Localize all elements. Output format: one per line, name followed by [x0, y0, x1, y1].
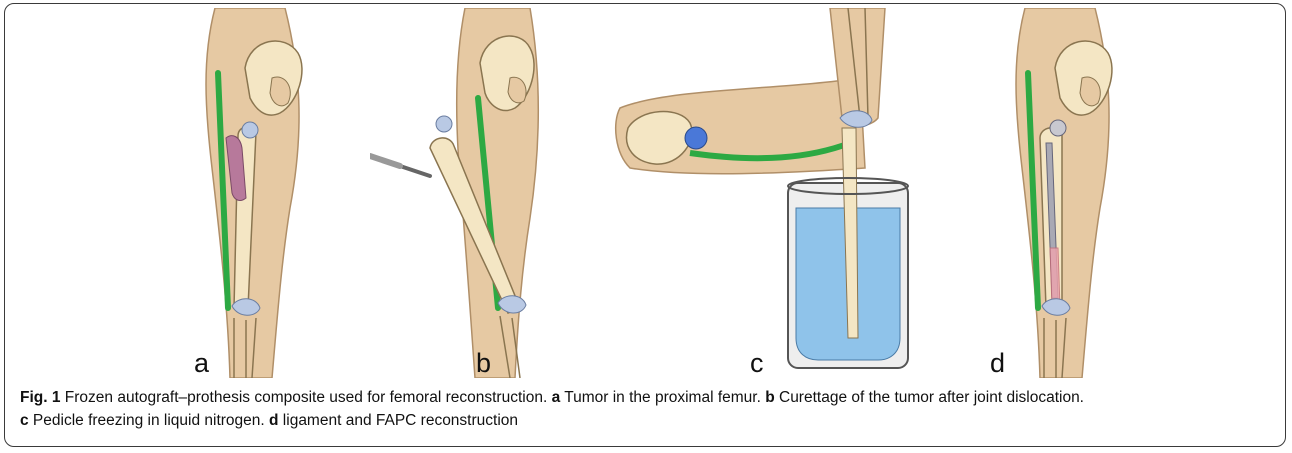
panel-a-illustration: [190, 8, 340, 378]
caption-b-text: Curettage of the tumor after joint dislo…: [775, 389, 1084, 406]
panel-d-illustration: [1000, 8, 1150, 378]
caption-a-label: a: [552, 389, 561, 406]
panel-b-illustration: [370, 8, 570, 378]
caption-d-text: ligament and FAPC reconstruction: [279, 412, 519, 429]
caption-a-text: Tumor in the proximal femur.: [560, 389, 765, 406]
panel-c-label: c: [750, 350, 764, 377]
caption-d-label: d: [269, 412, 278, 429]
panel-b-label: b: [476, 350, 491, 377]
panel-a-label: a: [194, 350, 209, 377]
caption-c-text: Pedicle freezing in liquid nitrogen.: [29, 412, 269, 429]
panel-c-illustration: [610, 8, 930, 378]
caption-fig-label: Fig. 1: [20, 389, 60, 406]
panel-d-label: d: [990, 350, 1005, 377]
caption-b-label: b: [765, 389, 774, 406]
figure-caption: Fig. 1 Frozen autograft–prothesis compos…: [20, 386, 1270, 432]
caption-title: Frozen autograft–prothesis composite use…: [60, 389, 551, 406]
caption-c-label: c: [20, 412, 29, 429]
